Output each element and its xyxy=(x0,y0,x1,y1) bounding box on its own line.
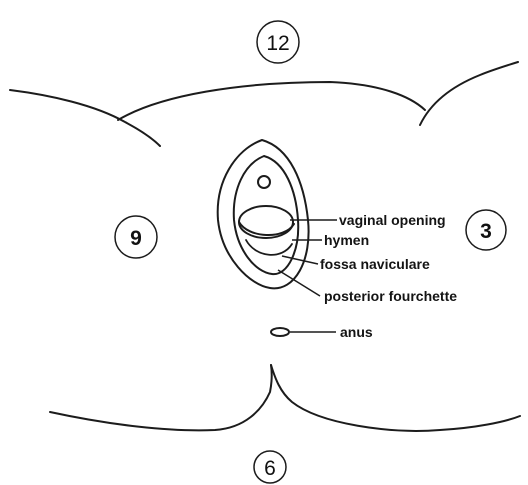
right-thigh-contour xyxy=(420,62,518,125)
label-hymen: hymen xyxy=(324,232,369,248)
clock-marker-6: 6 xyxy=(254,451,286,483)
left-thigh-inner-curve xyxy=(118,82,425,120)
label-posterior-fourchette: posterior fourchette xyxy=(324,288,457,304)
label-vaginal-opening: vaginal opening xyxy=(339,212,446,228)
clock-label-9: 9 xyxy=(130,227,142,250)
clock-label-3: 3 xyxy=(480,220,492,243)
clock-marker-9: 9 xyxy=(115,216,157,258)
fossa-naviculare-curve xyxy=(246,240,292,255)
left-buttock-contour xyxy=(50,365,272,430)
label-anus: anus xyxy=(340,324,373,340)
right-buttock-contour xyxy=(271,365,520,431)
clock-label-6: 6 xyxy=(264,457,276,480)
label-fossa-naviculare: fossa naviculare xyxy=(320,256,430,272)
urethral-opening xyxy=(258,176,270,188)
vaginal-opening-shape xyxy=(239,206,293,238)
clock-marker-12: 12 xyxy=(257,21,299,63)
labia-majora-outline xyxy=(218,140,309,288)
leader-fossa-naviculare xyxy=(282,256,318,264)
clock-marker-3: 3 xyxy=(466,210,506,250)
left-thigh-contour xyxy=(10,90,160,146)
labia-minora-outline xyxy=(234,156,298,274)
anus-shape xyxy=(271,328,289,336)
clock-label-12: 12 xyxy=(266,32,289,55)
